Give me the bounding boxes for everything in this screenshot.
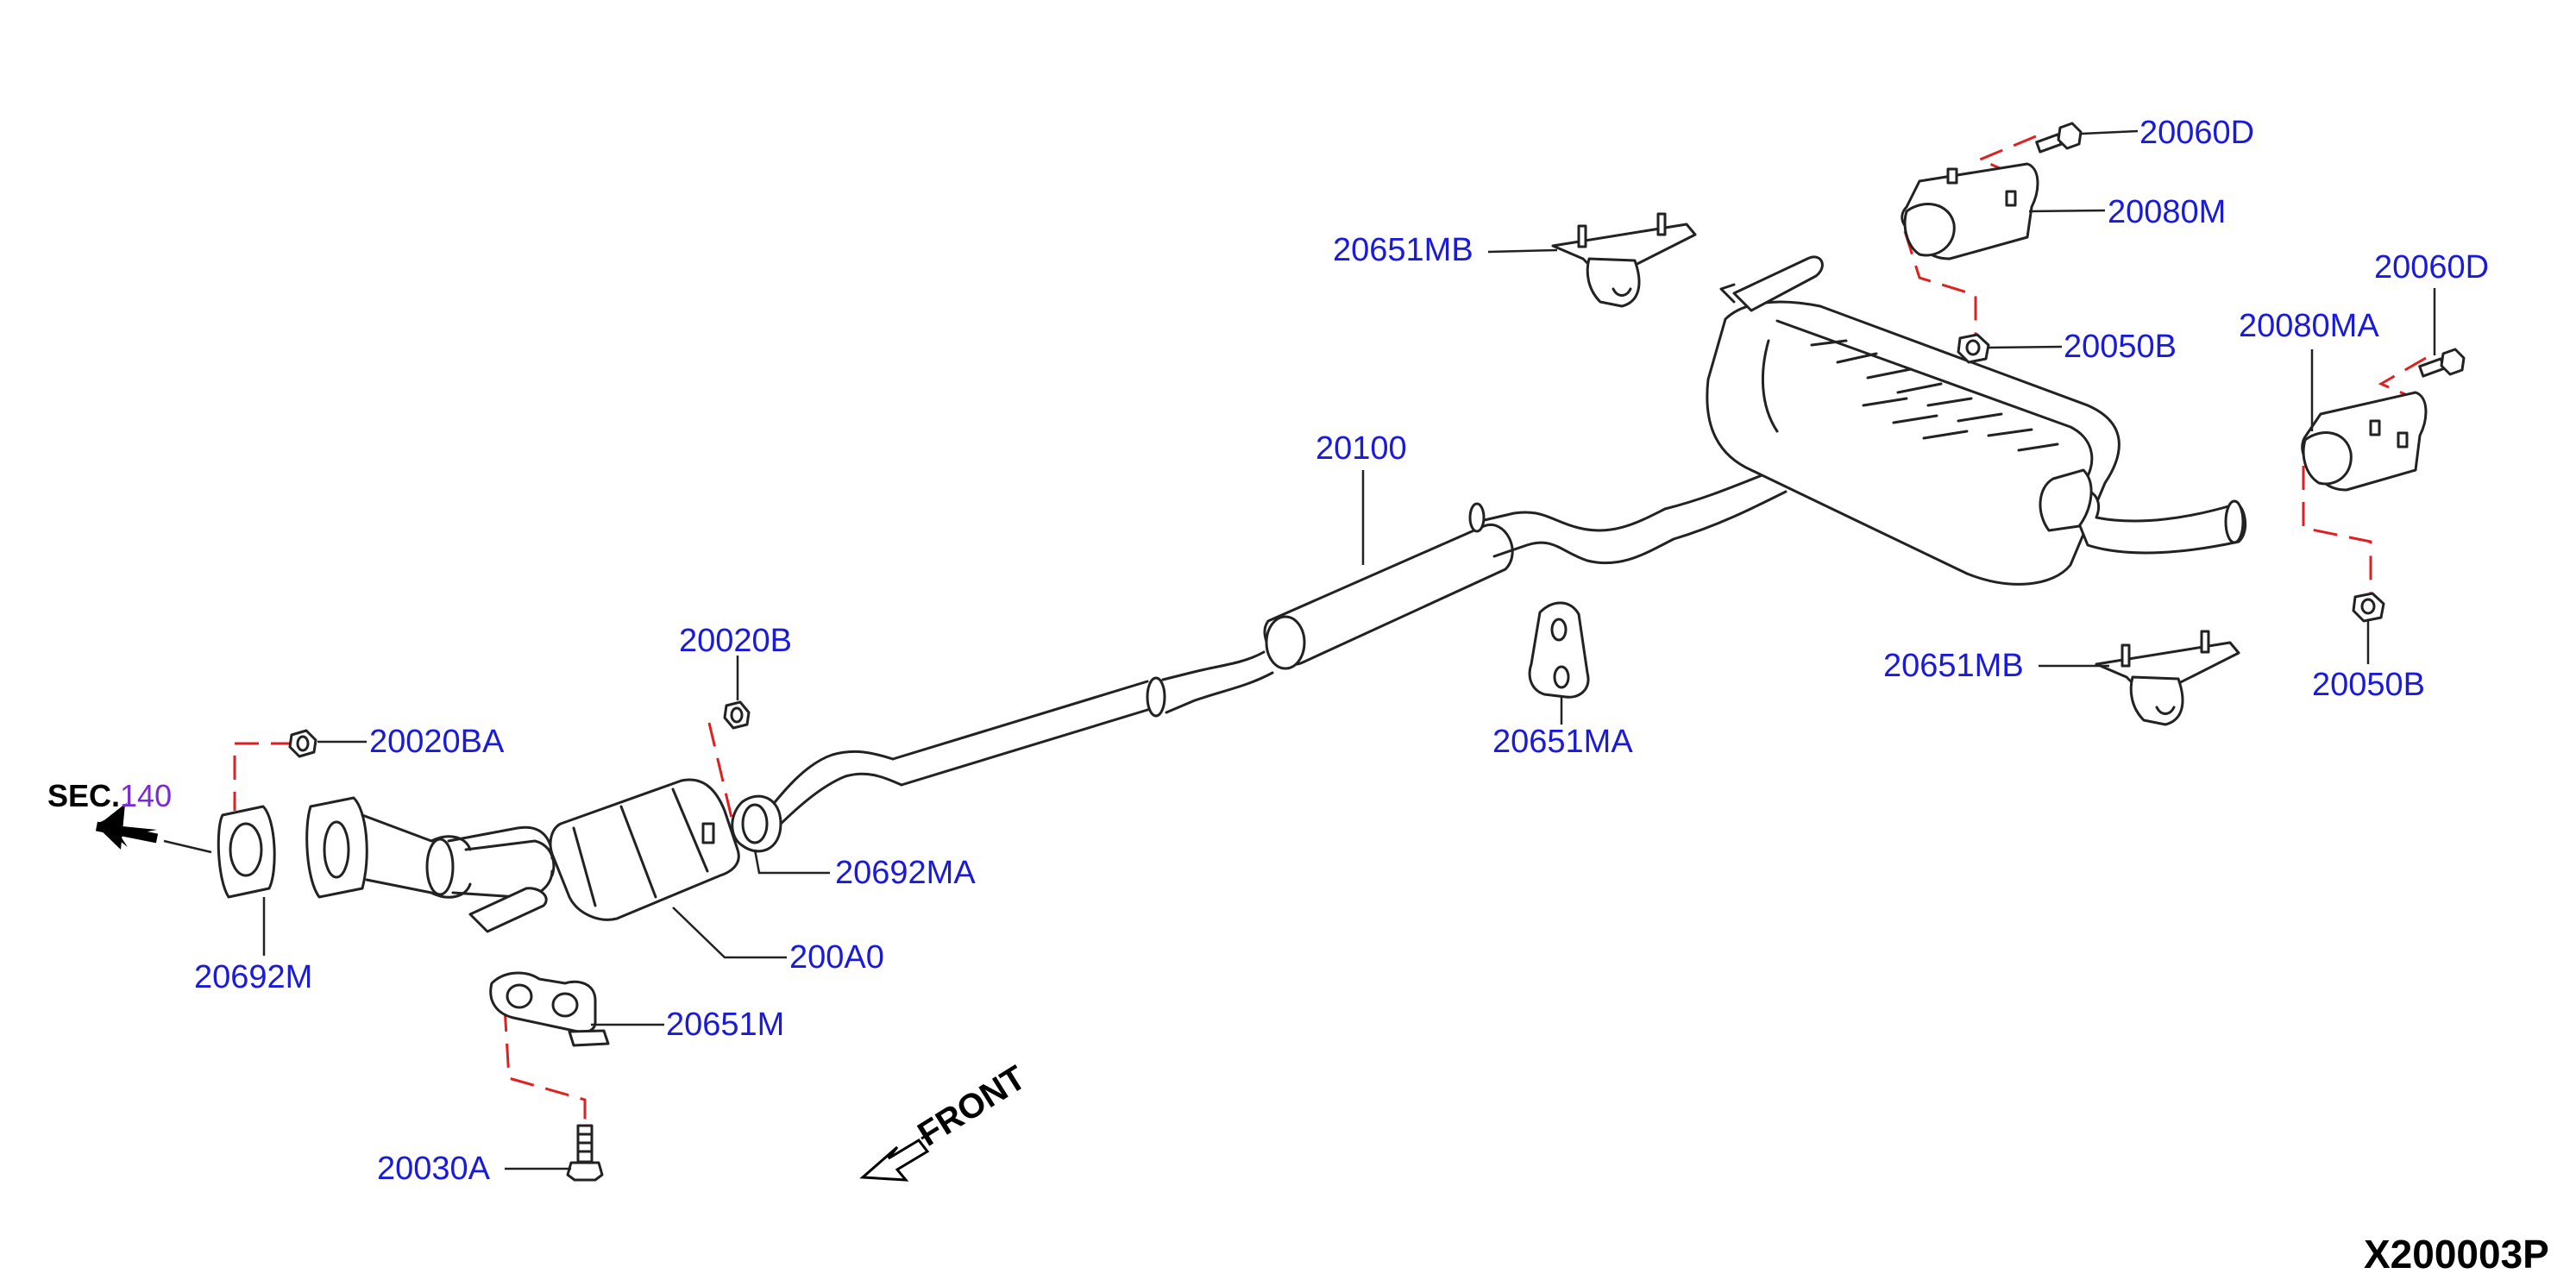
- drawing-code: X200003P: [2364, 1232, 2549, 1277]
- label-20100: 20100: [1316, 430, 1407, 467]
- label-20651M: 20651M: [666, 1007, 784, 1043]
- label-20020BA: 20020BA: [369, 724, 505, 760]
- bolt-20030A: [566, 1124, 604, 1182]
- heat-shield-20080MA: [2301, 391, 2428, 492]
- bolt-20060D-right: [2418, 348, 2466, 378]
- section-number: 140: [120, 778, 172, 813]
- section-prefix: SEC.: [47, 778, 120, 813]
- nut-20050B-right: [2352, 592, 2385, 623]
- label-20651MB-top: 20651MB: [1333, 232, 1473, 268]
- section-arrow: [95, 802, 212, 854]
- front-arrow-icon: [859, 1128, 937, 1182]
- hanger-20651MB-top: [1551, 212, 1697, 308]
- section-reference: SEC.140: [47, 778, 172, 813]
- heat-shield-20080M: [1901, 162, 2039, 260]
- callout-labels: 20060D 20080M 20651MB 20050B 20060D 2008…: [194, 115, 2489, 1187]
- rubber-mount-20651MA: [1528, 601, 1590, 699]
- label-20020B: 20020B: [679, 623, 792, 659]
- center-pipe-20100: [766, 471, 1787, 834]
- label-20651MB-bottom: 20651MB: [1883, 648, 2024, 684]
- label-20080M: 20080M: [2108, 194, 2226, 230]
- leader-lines: [262, 129, 2436, 1170]
- label-20651MA: 20651MA: [1492, 724, 1633, 760]
- label-20080MA: 20080MA: [2239, 308, 2379, 344]
- gasket-20692M: [217, 805, 276, 899]
- label-20060D-top: 20060D: [2139, 115, 2254, 151]
- bolt-20060D-top: [2035, 122, 2083, 154]
- nut-20020B: [723, 700, 751, 730]
- bracket-20651M: [489, 971, 610, 1047]
- main-muffler: [1706, 255, 2247, 586]
- label-20030A: 20030A: [377, 1151, 491, 1187]
- label-200A0: 200A0: [789, 939, 884, 976]
- label-20050B-right: 20050B: [2312, 667, 2425, 703]
- label-20060D-right: 20060D: [2374, 249, 2489, 285]
- front-label: FRONT: [911, 1058, 1032, 1153]
- label-20692MA: 20692MA: [835, 855, 976, 891]
- hanger-20651MB-bottom: [2095, 630, 2240, 726]
- nut-20050B-top: [1957, 333, 1990, 364]
- label-20692M: 20692M: [194, 959, 312, 995]
- front-tube-200A0: [305, 778, 782, 933]
- nut-20020BA: [288, 729, 317, 758]
- label-20050B-top: 20050B: [2064, 329, 2177, 365]
